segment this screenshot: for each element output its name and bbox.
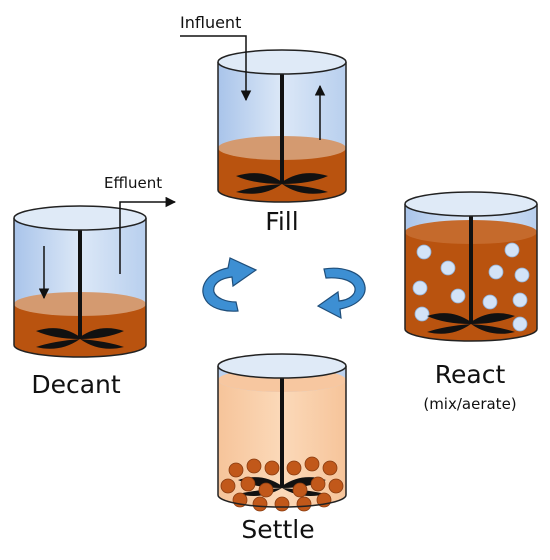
bubble	[512, 292, 528, 308]
decant-tank-mixer-icon	[36, 226, 124, 349]
fill-tank	[217, 49, 347, 203]
bubble	[504, 242, 520, 258]
bubble	[512, 316, 528, 332]
sludge-particle	[264, 460, 280, 476]
sludge-particle	[310, 476, 326, 492]
decant-tank	[13, 205, 147, 358]
effluent-arrow	[119, 196, 177, 274]
sludge-particle	[322, 460, 338, 476]
sludge-particle	[252, 496, 268, 512]
sludge-particle	[328, 478, 344, 494]
sludge-particle	[228, 462, 244, 478]
bubble	[412, 280, 428, 296]
effluent-label: Effluent	[104, 174, 162, 192]
fill-tank-mixer-icon	[236, 70, 328, 194]
counterclockwise-curved-arrow-icon	[316, 267, 366, 320]
sludge-particle	[292, 482, 308, 498]
bubble	[450, 288, 466, 304]
settle-tank	[217, 353, 347, 512]
react-tank-bubbles	[412, 242, 530, 332]
fill-label: Fill	[265, 207, 298, 236]
sludge-particle	[246, 458, 262, 474]
react-tank	[404, 191, 538, 342]
sludge-particle	[258, 482, 274, 498]
react-label: React	[435, 360, 506, 389]
sludge-particle	[304, 456, 320, 472]
react-sublabel: (mix/aerate)	[423, 395, 516, 413]
sludge-particle	[220, 478, 236, 494]
influent-arrow	[180, 35, 252, 102]
decant-label: Decant	[31, 370, 121, 399]
settle-tank-particles	[220, 456, 344, 512]
settle-label: Settle	[241, 515, 314, 544]
bubble	[482, 294, 498, 310]
influent-label: Influent	[180, 13, 241, 32]
bubble	[514, 267, 530, 283]
sludge-particle	[274, 496, 290, 512]
clockwise-curved-arrow-icon	[202, 257, 258, 312]
bubble	[440, 260, 456, 276]
sludge-particle	[296, 496, 312, 512]
sludge-particle	[286, 460, 302, 476]
bubble	[488, 264, 504, 280]
react-tank-mixer-icon	[427, 212, 515, 334]
bubble	[416, 244, 432, 260]
bubble	[414, 306, 430, 322]
sludge-particle	[240, 476, 256, 492]
